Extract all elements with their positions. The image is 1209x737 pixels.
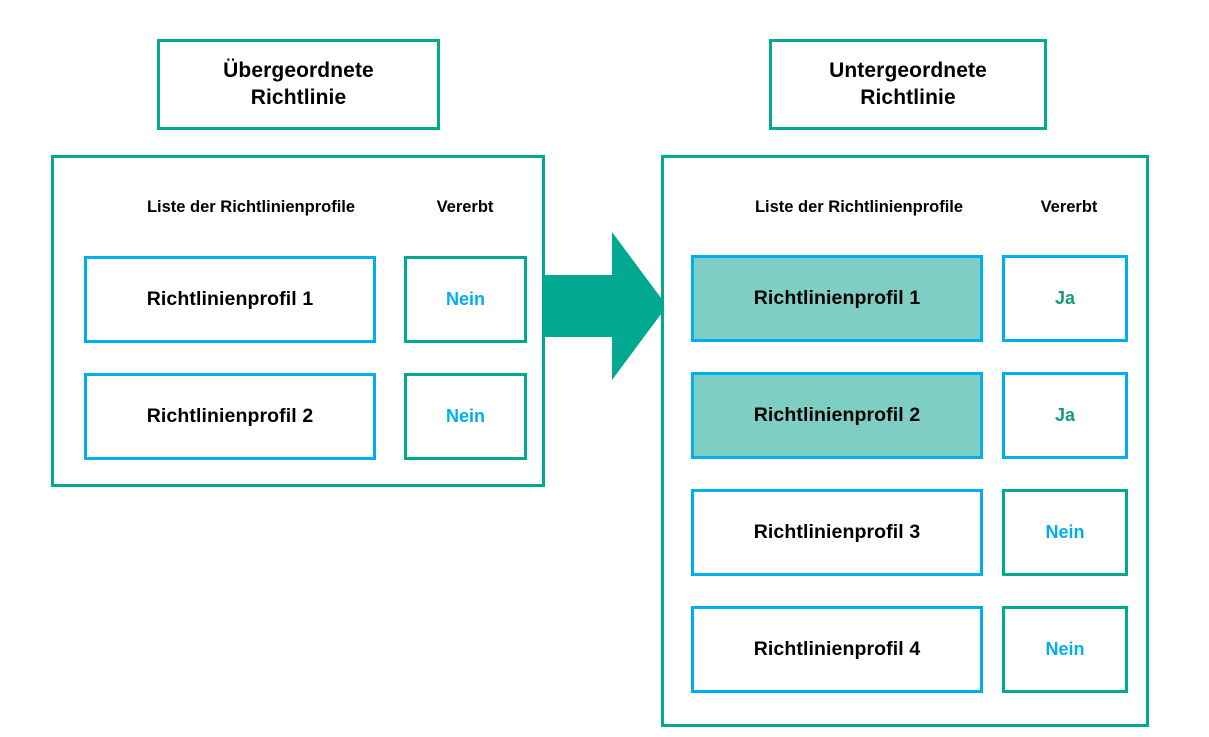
child-policy-title-box: Untergeordnete Richtlinie: [769, 39, 1047, 130]
parent-policy-title-box: Übergeordnete Richtlinie: [157, 39, 440, 130]
parent-header-inherited: Vererbt: [436, 198, 494, 216]
child-policy-panel: Liste der Richtlinienprofile Vererbt Ric…: [661, 155, 1149, 727]
parent-policy-panel: Liste der Richtlinienprofile Vererbt Ric…: [51, 155, 545, 487]
child-profile-row-2[interactable]: Richtlinienprofil 2: [691, 372, 983, 459]
child-policy-title-line1: Untergeordnete: [829, 58, 987, 82]
arrow-right-icon: [545, 232, 667, 380]
inheritance-arrow: [545, 232, 667, 380]
parent-profile-row-1[interactable]: Richtlinienprofil 1: [84, 256, 376, 343]
child-inherited-row-2[interactable]: Ja: [1002, 372, 1128, 459]
parent-header-profiles: Liste der Richtlinienprofile: [146, 198, 356, 216]
child-profile-row-3[interactable]: Richtlinienprofil 3: [691, 489, 983, 576]
child-header-inherited: Vererbt: [1040, 198, 1098, 216]
parent-inherited-row-1[interactable]: Nein: [404, 256, 527, 343]
parent-policy-title-line1: Übergeordnete: [223, 58, 374, 82]
child-inherited-row-3[interactable]: Nein: [1002, 489, 1128, 576]
child-profile-row-4[interactable]: Richtlinienprofil 4: [691, 606, 983, 693]
child-inherited-row-1[interactable]: Ja: [1002, 255, 1128, 342]
child-inherited-row-4[interactable]: Nein: [1002, 606, 1128, 693]
parent-inherited-row-2[interactable]: Nein: [404, 373, 527, 460]
parent-profile-row-2[interactable]: Richtlinienprofil 2: [84, 373, 376, 460]
child-policy-title-line2: Richtlinie: [860, 85, 956, 109]
child-header-profiles: Liste der Richtlinienprofile: [754, 198, 964, 216]
parent-policy-title-line2: Richtlinie: [250, 85, 347, 109]
child-profile-row-1[interactable]: Richtlinienprofil 1: [691, 255, 983, 342]
